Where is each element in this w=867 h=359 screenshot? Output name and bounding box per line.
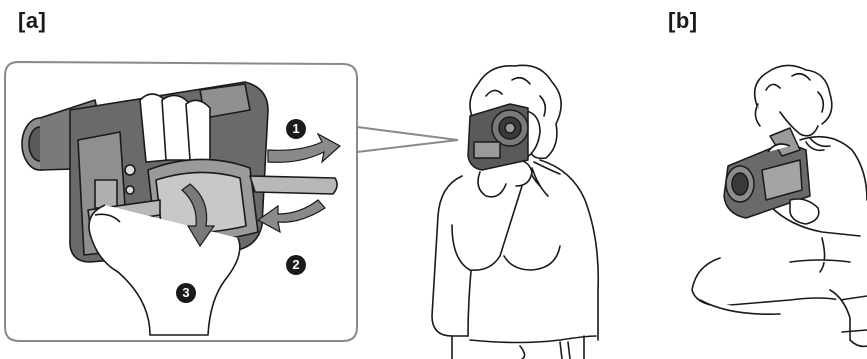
camcorder-held [468, 104, 528, 170]
step-number-badge-3: 3 [176, 283, 196, 303]
step-number-badge-1: 1 [286, 119, 306, 139]
step-number-badge-2: 2 [286, 255, 306, 275]
